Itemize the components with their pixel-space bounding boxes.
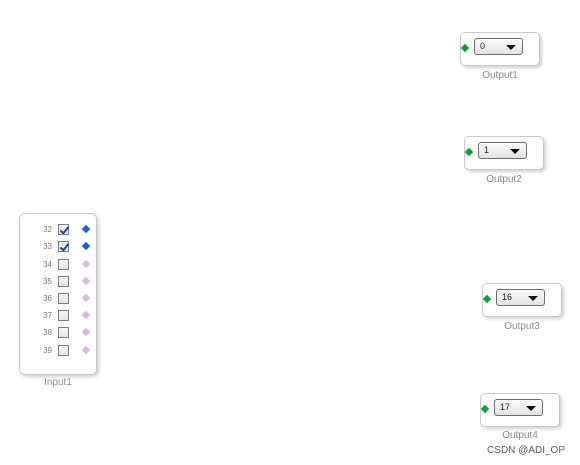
input-checkbox-32[interactable]: [58, 224, 70, 235]
output1-box[interactable]: 0: [460, 32, 540, 66]
output-pin-icon[interactable]: [81, 276, 91, 286]
input-row-number: 35: [43, 277, 52, 286]
output-pin-icon[interactable]: [81, 241, 91, 251]
output2-label: Output2: [486, 174, 522, 185]
output4-dropdown-value: 17: [500, 402, 511, 412]
input-checkbox-33[interactable]: [58, 241, 70, 252]
output2-block[interactable]: 1 Output2: [464, 136, 544, 185]
input-row-number: 32: [43, 225, 52, 234]
output-pin-icon[interactable]: [81, 259, 91, 269]
input-row-38: 38: [20, 327, 98, 341]
input-row-36: 36: [20, 293, 98, 307]
input-row-number: 34: [43, 260, 52, 269]
input-row-35: 35: [20, 276, 98, 290]
input-checkbox-37[interactable]: [58, 310, 69, 321]
output-pin-icon[interactable]: [81, 224, 91, 234]
watermark: CSDN @ADI_OP: [487, 445, 565, 456]
input-checkbox-35[interactable]: [58, 276, 69, 287]
input-row-32: 32: [20, 224, 98, 238]
checkmark-icon: [59, 241, 70, 252]
input1-label: Input1: [44, 377, 72, 388]
output2-dropdown-value: 1: [484, 145, 490, 155]
output4-box[interactable]: 17: [480, 393, 560, 427]
input1-box[interactable]: 32 33 34 35 36 37 38: [19, 213, 97, 375]
chevron-down-icon[interactable]: [526, 406, 536, 411]
output2-dropdown[interactable]: 1: [478, 142, 527, 159]
output3-input-pin-icon[interactable]: [482, 294, 492, 304]
output3-block[interactable]: 16 Output3: [482, 283, 562, 332]
output1-input-pin-icon[interactable]: [460, 43, 470, 53]
input-row-number: 39: [43, 346, 52, 355]
output3-box[interactable]: 16: [482, 283, 562, 317]
output4-input-pin-icon[interactable]: [480, 404, 490, 414]
output-pin-icon[interactable]: [81, 293, 91, 303]
output3-dropdown-value: 16: [502, 292, 513, 302]
output4-dropdown[interactable]: 17: [494, 399, 543, 416]
input-row-34: 34: [20, 259, 98, 273]
output-pin-icon[interactable]: [81, 327, 91, 337]
input1-block[interactable]: 32 33 34 35 36 37 38: [19, 213, 97, 388]
chevron-down-icon[interactable]: [510, 149, 520, 154]
output-pin-icon[interactable]: [81, 310, 91, 320]
output1-label: Output1: [482, 70, 518, 81]
output3-dropdown[interactable]: 16: [496, 289, 545, 306]
output3-label: Output3: [504, 321, 540, 332]
checkmark-icon: [59, 224, 70, 235]
input-checkbox-39[interactable]: [58, 345, 69, 356]
output1-dropdown[interactable]: 0: [474, 38, 523, 55]
input-row-39: 39: [20, 345, 98, 359]
input-row-number: 36: [43, 294, 52, 303]
input-row-number: 33: [43, 242, 52, 251]
input-row-33: 33: [20, 241, 98, 255]
chevron-down-icon[interactable]: [506, 45, 516, 50]
output1-block[interactable]: 0 Output1: [460, 32, 540, 81]
input-checkbox-36[interactable]: [58, 293, 69, 304]
output4-label: Output4: [502, 430, 538, 441]
output2-input-pin-icon[interactable]: [464, 147, 474, 157]
output4-block[interactable]: 17 Output4: [480, 393, 560, 441]
output1-dropdown-value: 0: [480, 41, 486, 51]
input-checkbox-38[interactable]: [58, 327, 69, 338]
chevron-down-icon[interactable]: [528, 296, 538, 301]
input-checkbox-34[interactable]: [58, 259, 69, 270]
input-row-number: 37: [43, 311, 52, 320]
output-pin-icon[interactable]: [81, 345, 91, 355]
input-row-37: 37: [20, 310, 98, 324]
output2-box[interactable]: 1: [464, 136, 544, 170]
input-row-number: 38: [43, 328, 52, 337]
